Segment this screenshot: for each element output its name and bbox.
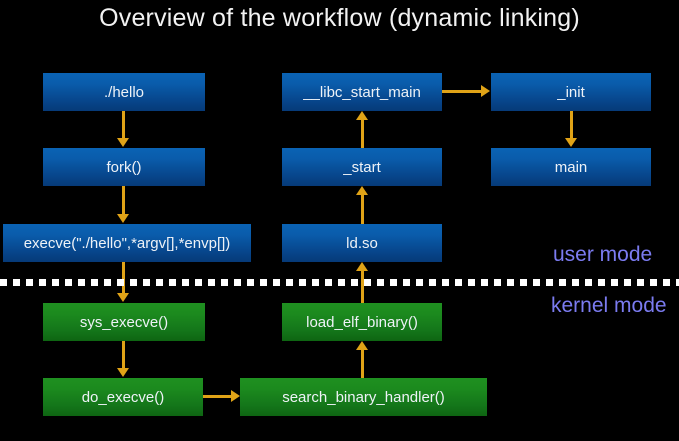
- node-fork: fork(): [43, 148, 205, 186]
- node-execve: execve("./hello",*argv[],*envp[]): [3, 224, 251, 262]
- arrow-fork-to-execve: [122, 186, 125, 215]
- node-search-binary-handler: search_binary_handler(): [240, 378, 487, 416]
- arrowhead-execve-to-sys-execve: [117, 293, 129, 302]
- label-kernel-mode: kernel mode: [551, 294, 667, 317]
- page-title: Overview of the workflow (dynamic linkin…: [99, 4, 580, 32]
- arrow-load-elf-binary-to-ld-so: [361, 271, 364, 303]
- arrow-ld-so-to-start: [361, 195, 364, 224]
- node-load-elf-binary: load_elf_binary(): [282, 303, 442, 341]
- arrowhead-init-to-main: [565, 138, 577, 147]
- arrow-search-binary-handler-to-load-elf-binary: [361, 350, 364, 378]
- arrow-hello-to-fork: [122, 111, 125, 139]
- arrow-init-to-main: [570, 111, 573, 139]
- node-sys-execve: sys_execve(): [43, 303, 205, 341]
- node-ld-so: ld.so: [282, 224, 442, 262]
- arrowhead-load-elf-binary-to-ld-so: [356, 262, 368, 271]
- arrow-do-execve-to-search-binary-handler: [203, 395, 232, 398]
- arrowhead-ld-so-to-start: [356, 186, 368, 195]
- arrowhead-do-execve-to-search-binary-handler: [231, 390, 240, 402]
- label-user-mode: user mode: [553, 243, 653, 266]
- node-do-execve: do_execve(): [43, 378, 203, 416]
- arrow-libc-start-main-to-init: [442, 90, 482, 93]
- arrowhead-sys-execve-to-do-execve: [117, 368, 129, 377]
- arrow-execve-to-sys-execve: [122, 262, 125, 294]
- arrowhead-search-binary-handler-to-load-elf-binary: [356, 341, 368, 350]
- user-kernel-divider: [0, 279, 679, 286]
- arrow-sys-execve-to-do-execve: [122, 341, 125, 369]
- arrowhead-start-to-libc-start-main: [356, 111, 368, 120]
- node-init: _init: [491, 73, 651, 111]
- arrowhead-libc-start-main-to-init: [481, 85, 490, 97]
- arrowhead-hello-to-fork: [117, 138, 129, 147]
- node-libc-start-main: __libc_start_main: [282, 73, 442, 111]
- node-start: _start: [282, 148, 442, 186]
- arrow-start-to-libc-start-main: [361, 120, 364, 148]
- node-main: main: [491, 148, 651, 186]
- node-hello: ./hello: [43, 73, 205, 111]
- arrowhead-fork-to-execve: [117, 214, 129, 223]
